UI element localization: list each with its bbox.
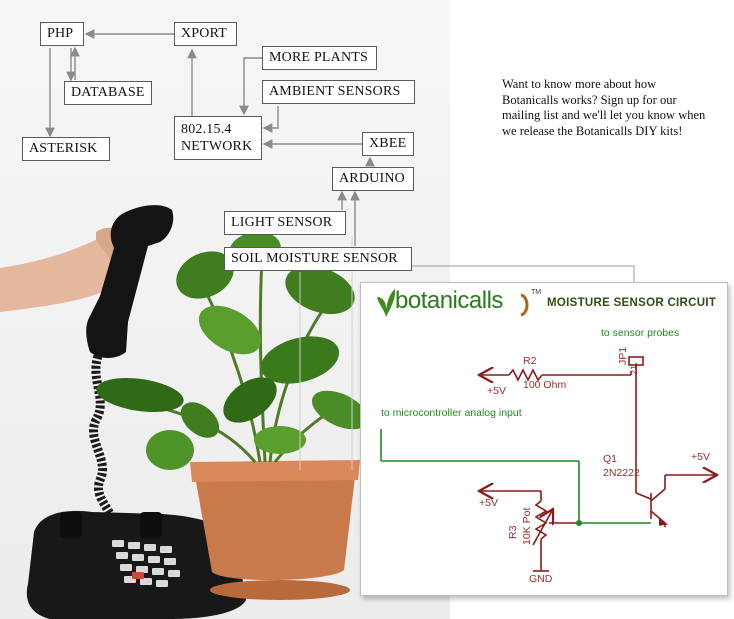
moisture-sensor-circuit-panel: botanicalls TM MOISTURE SENSOR CIRCUIT bbox=[360, 282, 728, 596]
plus5v-left-label: +5V bbox=[487, 385, 506, 397]
r2-label: R2 bbox=[523, 355, 537, 367]
more-plants-box: MORE PLANTS bbox=[262, 46, 377, 70]
plus5v-right-label: +5V bbox=[691, 451, 710, 463]
to-microcontroller-label: to microcontroller analog input bbox=[381, 407, 522, 419]
database-box: DATABASE bbox=[64, 81, 152, 105]
network-box: 802.15.4 NETWORK bbox=[174, 116, 262, 160]
q1-part-label: 2N2222 bbox=[603, 467, 640, 479]
r2-value-label: 100 Ohm bbox=[523, 379, 567, 391]
leaf-logo-icon bbox=[377, 289, 396, 317]
ambient-sensors-box: AMBIENT SENSORS bbox=[262, 80, 415, 104]
php-box: PHP bbox=[40, 22, 84, 46]
logo-text: botanicalls bbox=[395, 287, 503, 314]
xbee-box: XBEE bbox=[362, 132, 414, 156]
gnd-label: GND bbox=[529, 573, 553, 585]
q1-label: Q1 bbox=[603, 453, 618, 465]
circuit-title: MOISTURE SENSOR CIRCUIT bbox=[547, 297, 717, 309]
jp1-label: JP1 bbox=[617, 346, 629, 365]
to-sensor-probes-label: to sensor probes bbox=[601, 327, 680, 339]
circuit-schematic bbox=[380, 356, 727, 572]
botanicalls-logo: botanicalls TM bbox=[375, 287, 550, 321]
logo-trademark: TM bbox=[531, 289, 542, 296]
junction-dot bbox=[576, 520, 582, 526]
arduino-box: ARDUINO bbox=[332, 167, 414, 191]
light-sensor-box: LIGHT SENSOR bbox=[224, 211, 346, 235]
plus5v-pot-label: +5V bbox=[479, 497, 498, 509]
signup-text: Want to know more about how Botanicalls … bbox=[502, 77, 706, 138]
soil-moisture-sensor-box: SOIL MOISTURE SENSOR bbox=[224, 247, 412, 271]
jp1-pins-label: 21 bbox=[629, 364, 639, 375]
r3-value-label: 10K Pot bbox=[521, 507, 533, 545]
asterisk-box: ASTERISK bbox=[22, 137, 110, 161]
r3-label: R3 bbox=[507, 525, 519, 539]
xport-box: XPORT bbox=[174, 22, 237, 46]
logo-bracket-icon bbox=[520, 293, 529, 317]
